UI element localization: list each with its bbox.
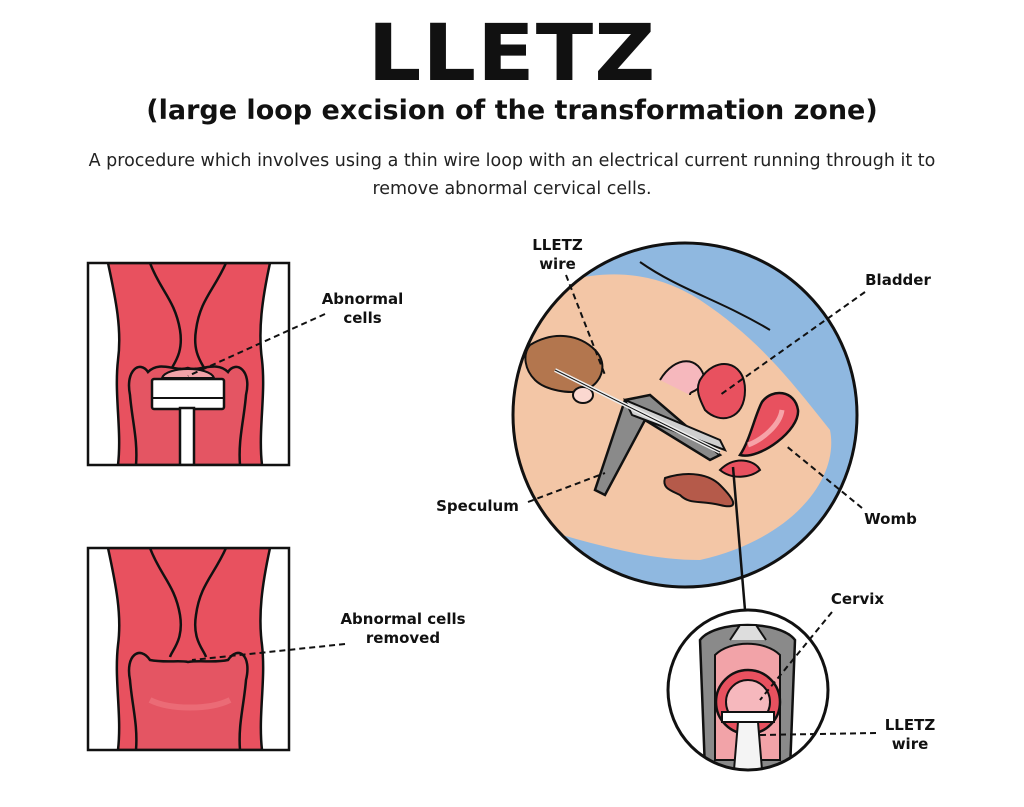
loop-wire-zoom bbox=[721, 711, 775, 723]
leader-speculum bbox=[527, 472, 606, 503]
label-speculum: Speculum bbox=[436, 497, 519, 515]
label-cervix: Cervix bbox=[830, 590, 885, 608]
panel-abnormal-cells bbox=[88, 263, 289, 465]
leader-womb bbox=[784, 444, 863, 509]
page-title: LLETZ bbox=[367, 9, 657, 99]
cross-section-circle bbox=[513, 243, 857, 587]
leader-cells-removed bbox=[191, 643, 346, 661]
page-subtitle: (large loop excision of the transformati… bbox=[146, 95, 878, 126]
speculum-tool bbox=[593, 393, 723, 497]
panel-cells-removed bbox=[88, 548, 289, 750]
label-abnormal-cells: Abnormal cells bbox=[321, 290, 404, 327]
panel-frame-bottom bbox=[86, 546, 291, 752]
loop-wire-head bbox=[150, 377, 226, 411]
bowel bbox=[663, 473, 735, 508]
label-abnormal-cells-removed: Abnormal cells removed bbox=[340, 610, 466, 647]
label-womb: Womb bbox=[864, 510, 917, 528]
leader-abnormal-cells bbox=[187, 313, 326, 377]
panel-frame-top bbox=[86, 261, 291, 467]
zoom-connector bbox=[731, 466, 747, 611]
bladder-organ bbox=[696, 363, 747, 420]
label-lletz-wire-top: LLETZ wire bbox=[532, 236, 583, 273]
cross-section-frame bbox=[511, 241, 859, 589]
leader-lletz-wire-top bbox=[565, 274, 606, 376]
zoomed-cervix-frame bbox=[666, 608, 830, 772]
label-lletz-wire-bottom: LLETZ wire bbox=[884, 716, 936, 753]
procedure-description: A procedure which involves using a thin … bbox=[88, 151, 936, 199]
loop-wire-handle bbox=[178, 406, 196, 465]
zoomed-cervix-circle bbox=[668, 610, 828, 770]
label-bladder: Bladder bbox=[865, 271, 931, 289]
leader-cervix bbox=[759, 611, 833, 701]
